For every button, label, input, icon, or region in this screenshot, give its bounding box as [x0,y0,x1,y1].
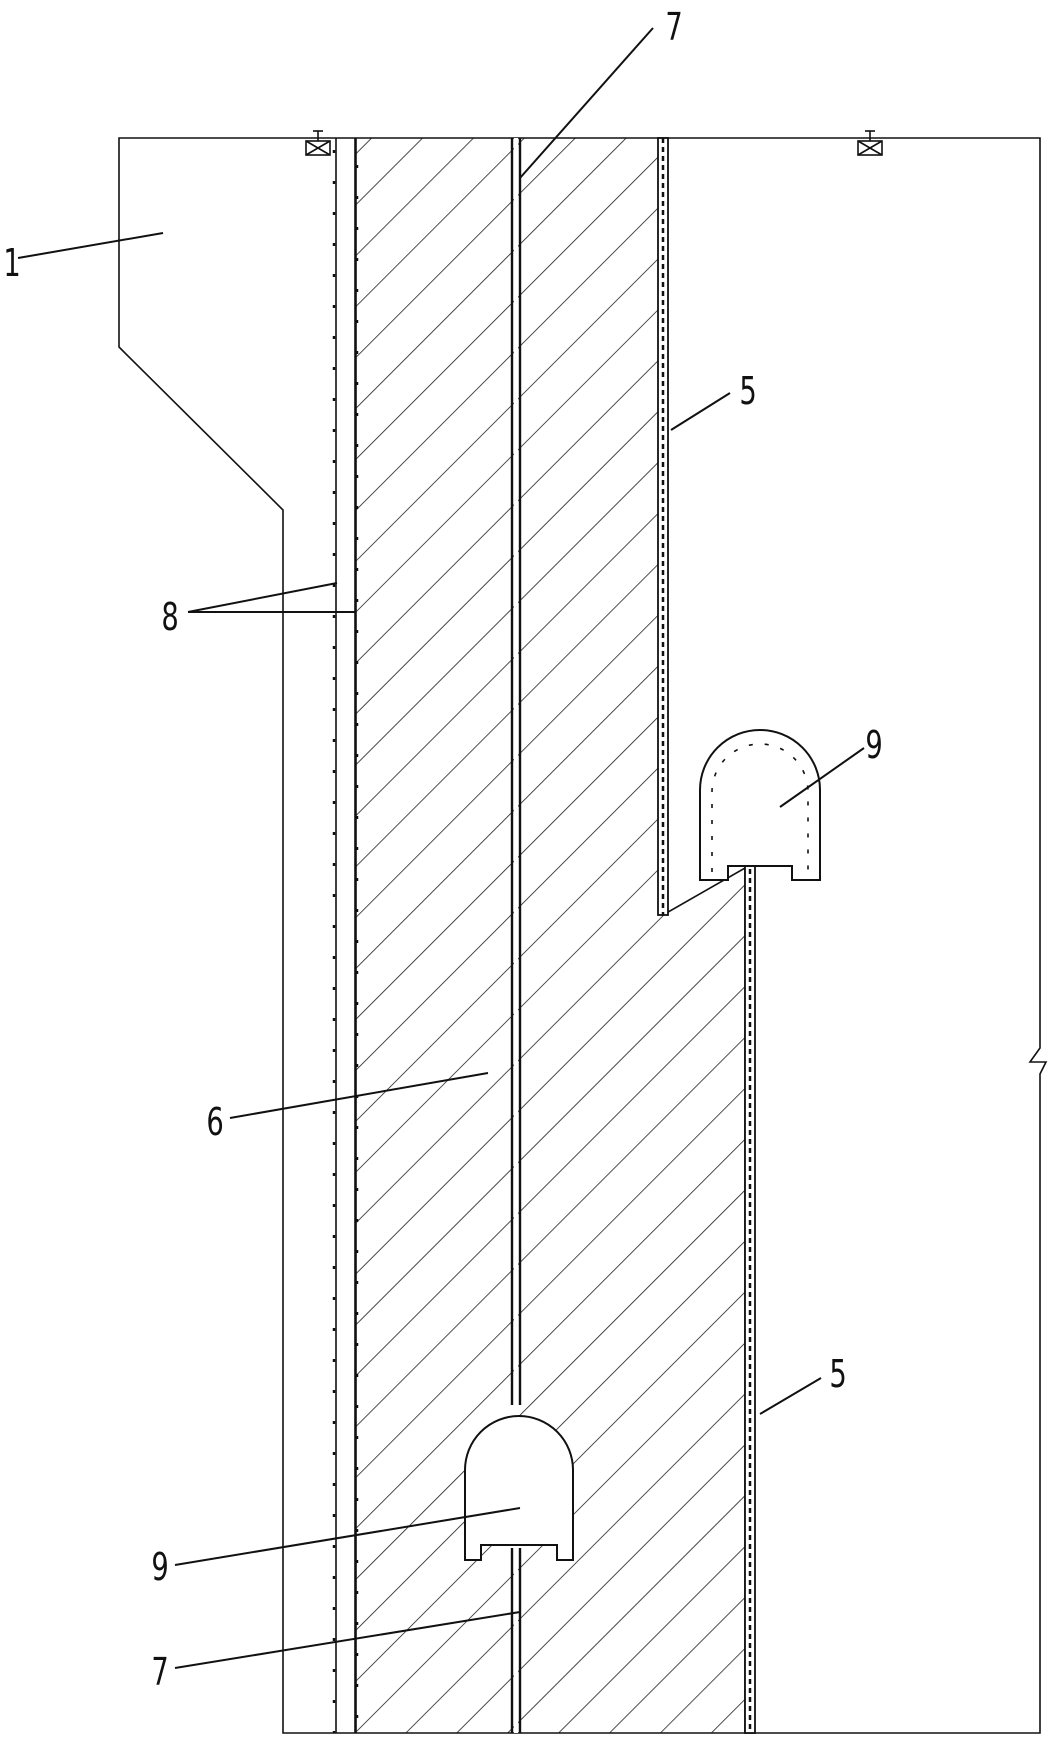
label-7-bottom: 7 [151,1649,168,1694]
element-9-gallery-lower [464,1415,574,1561]
element-7-pipe-upper [510,138,522,1405]
label-7-top: 7 [665,4,682,49]
ground-outline [118,137,1048,1734]
label-9-lower: 9 [151,1544,168,1589]
leader-lines [17,27,865,1669]
element-5-lining-lower [744,859,756,1734]
label-8: 8 [161,594,178,639]
element-8-lines [332,138,359,1733]
label-5-lower: 5 [829,1351,846,1396]
label-5-upper: 5 [739,368,756,413]
survey-marker-icon [305,130,331,156]
element-5-lining-upper [657,137,669,916]
label-1: 1 [3,240,20,285]
label-9-upper: 9 [865,722,882,767]
element-7-pipe-lower [510,1548,522,1733]
survey-marker-icon [857,130,883,156]
element-9-gallery-upper [699,729,821,881]
label-6: 6 [206,1099,223,1144]
